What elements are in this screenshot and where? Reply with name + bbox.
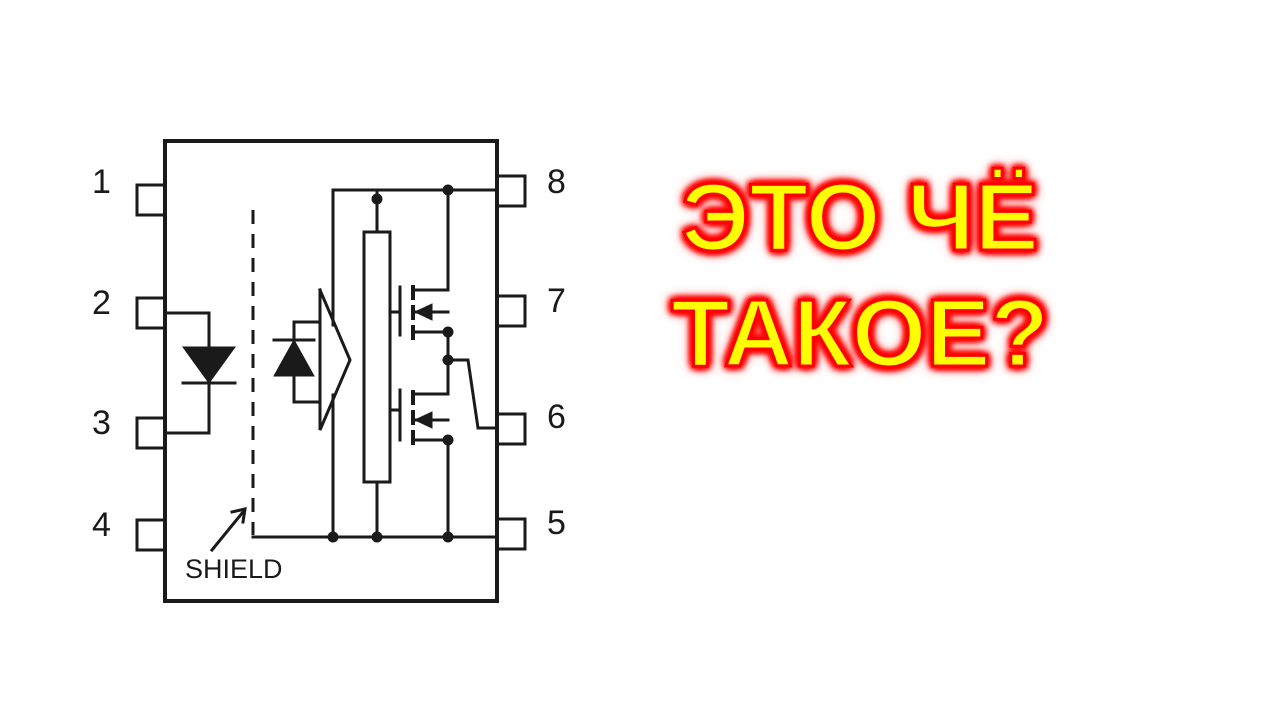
- pin-pad-3: [135, 416, 167, 450]
- mosfet-arrow-icon: [413, 303, 433, 321]
- ic-package-body: [163, 139, 499, 603]
- input-led: [163, 311, 237, 435]
- photodiode-icon: [273, 338, 315, 377]
- pin-number-2: 2: [92, 284, 111, 322]
- amplifier-triangle: [318, 288, 352, 431]
- led-diode-icon: [182, 346, 236, 384]
- left-pin-pads: [135, 183, 167, 552]
- pin-number-4: 4: [92, 506, 111, 544]
- pin-number-3: 3: [92, 404, 111, 442]
- pin-number-6: 6: [547, 398, 566, 436]
- pin-pad-5: [495, 517, 527, 551]
- headline-caption: ЭТО ЧЁ ТАКОЕ?: [600, 160, 1120, 392]
- pin-pad-7: [495, 294, 527, 328]
- pin-pad-8: [495, 174, 527, 208]
- pin-number-8: 8: [547, 163, 566, 201]
- shield-label: SHIELD: [185, 554, 283, 584]
- pin-number-7: 7: [547, 282, 566, 320]
- lower-mosfet: [388, 358, 450, 539]
- driver-block: [362, 230, 392, 484]
- photodiode: [272, 320, 320, 404]
- mosfet-arrow-icon: [413, 411, 433, 429]
- junction-dots: [327, 184, 454, 543]
- pin-pad-2: [135, 296, 167, 330]
- output-wire: [446, 358, 499, 430]
- pin-pad-1: [135, 183, 167, 217]
- pin-number-5: 5: [547, 504, 566, 542]
- pin-number-1: 1: [92, 163, 111, 201]
- optocoupler-schematic: 1 2 3 4 5 6 7 8 SHIELD: [92, 139, 566, 603]
- pin-pad-4: [135, 518, 167, 552]
- right-pin-pads: [495, 174, 527, 551]
- headline-line-2: ТАКОЕ?: [670, 279, 1051, 389]
- pin-pad-6: [495, 412, 527, 446]
- headline-line-1: ЭТО ЧЁ: [680, 163, 1041, 273]
- upper-mosfet: [388, 188, 450, 362]
- shield-callout: SHIELD: [185, 507, 283, 584]
